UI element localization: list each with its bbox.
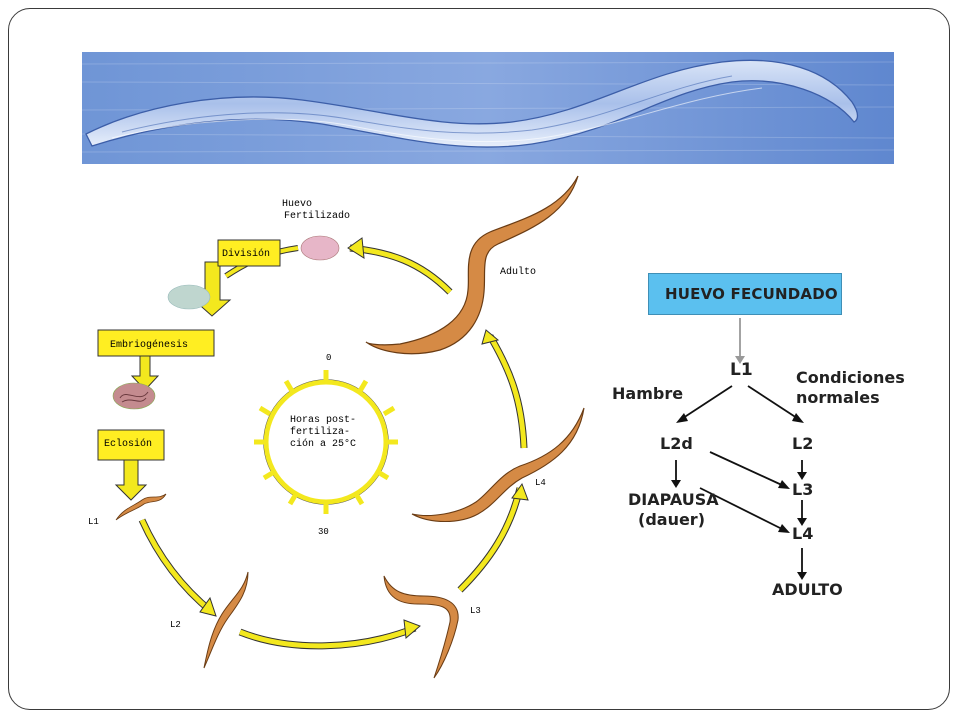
- clock-text-2: fertiliza-: [290, 426, 350, 438]
- clock-text-1: Horas post-: [290, 415, 356, 426]
- huevo-label-1: Huevo: [282, 199, 312, 210]
- huevo-label-2: Fertilizado: [284, 210, 350, 222]
- flow-l1: L1: [730, 360, 753, 380]
- fertilized-egg: [300, 235, 340, 261]
- flow-diapausa-2: (dauer): [638, 510, 706, 529]
- l1-worm: [115, 493, 167, 521]
- adult-worm: [365, 175, 579, 355]
- flow-l4: L4: [792, 524, 814, 543]
- l3-worm: [383, 575, 459, 679]
- arrow-eclosion-down: [114, 457, 148, 501]
- flow-condiciones-2: normales: [796, 388, 880, 407]
- l2-worm: [203, 571, 249, 669]
- clock-top-value: 0: [326, 353, 331, 363]
- flow-l2d: L2d: [660, 434, 693, 453]
- embriogenesis-label: Embriogénesis: [110, 339, 188, 351]
- arrow-adult-to-egg: [349, 244, 453, 295]
- arrow-l1-to-l2: [138, 518, 215, 615]
- box-embriogenesis: Embriogénesis: [97, 329, 215, 357]
- l4-label: L4: [535, 478, 546, 488]
- division-label: División: [222, 248, 270, 260]
- flow-diapausa-1: DIAPAUSA: [628, 490, 719, 509]
- clock-ticks: [254, 370, 398, 514]
- arrow-l4-to-adult: [486, 334, 528, 449]
- flowchart-top-box: HUEVO FECUNDADO: [648, 273, 842, 315]
- box-eclosion: Eclosión: [97, 429, 165, 461]
- flow-condiciones-1: Condiciones: [796, 368, 905, 387]
- worm-micrograph: [82, 52, 894, 164]
- arrow-embryo-down: [130, 355, 160, 391]
- worm-micrograph-banner: [82, 52, 894, 164]
- flowchart-top-label: HUEVO FECUNDADO: [665, 285, 838, 303]
- l1-label: L1: [88, 517, 99, 527]
- l4-worm: [411, 407, 585, 522]
- embryo-worm: [119, 391, 149, 403]
- hours-clock: Horas post- fertiliza- ción a 25°C 0 30: [254, 353, 398, 537]
- adulto-label: Adulto: [500, 266, 536, 278]
- flow-hambre: Hambre: [612, 384, 684, 403]
- box-division: División: [217, 239, 281, 267]
- clock-text-3: ción a 25°C: [290, 438, 356, 450]
- l3-label: L3: [470, 606, 481, 616]
- dividing-egg: [167, 284, 211, 310]
- l2-label: L2: [170, 620, 181, 630]
- eclosion-label: Eclosión: [104, 438, 152, 450]
- flowchart-arrows: [671, 318, 807, 580]
- flow-l2: L2: [792, 434, 814, 453]
- clock-bottom-value: 30: [318, 527, 329, 537]
- flow-l3: L3: [792, 480, 814, 499]
- flow-adulto: ADULTO: [772, 580, 843, 599]
- cycle-arrows: [138, 237, 529, 650]
